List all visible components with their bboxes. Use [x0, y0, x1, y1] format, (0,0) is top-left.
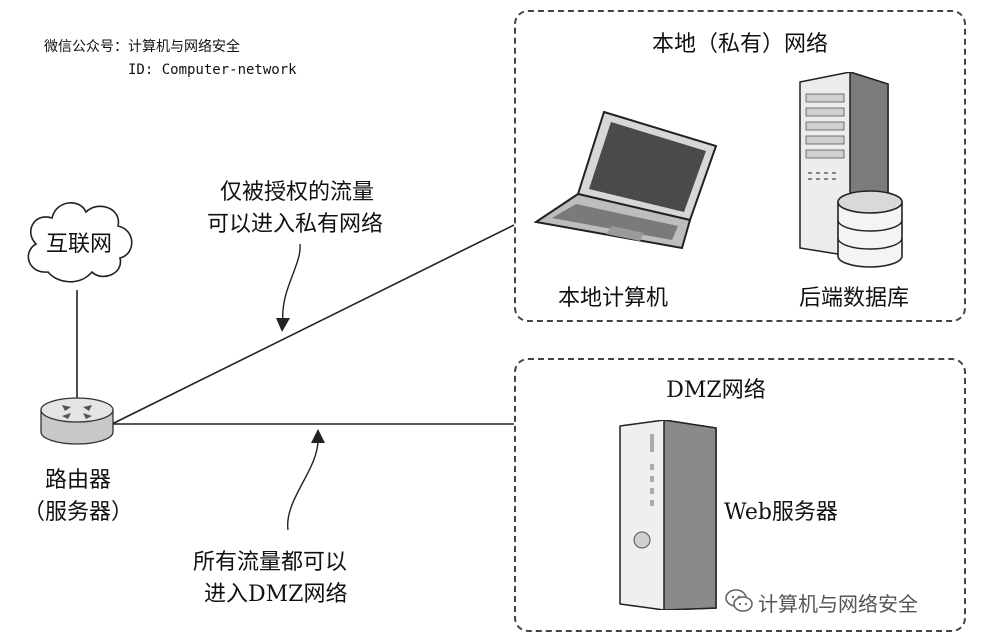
all-traffic-arrow-curve — [287, 439, 319, 531]
all-traffic-note-line2: 进入DMZ网络 — [204, 582, 348, 607]
router-icon — [38, 392, 116, 452]
backend-db-label: 后端数据库 — [798, 286, 909, 311]
wechat-icon — [724, 586, 754, 616]
router-label-line2: （服务器） — [22, 500, 133, 525]
authorized-note-line1: 仅被授权的流量 — [220, 180, 375, 205]
database-icon — [836, 190, 904, 270]
router-label-line1: 路由器 — [44, 468, 111, 493]
dmz-network-zone — [514, 358, 966, 632]
local-network-zone — [514, 10, 966, 322]
authorized-arrow-curve — [282, 243, 301, 323]
all-traffic-arrow-head — [311, 429, 325, 443]
laptop-icon — [532, 108, 718, 252]
watermark-label: 计算机与网络安全 — [758, 592, 918, 616]
account-id-label: ID: Computer-network — [128, 62, 297, 78]
account-label: 微信公众号：计算机与网络安全 — [44, 39, 240, 55]
internet-label: 互联网 — [45, 232, 112, 257]
cloud-icon — [18, 190, 140, 290]
web-server-label: Web服务器 — [724, 500, 838, 525]
local-computer-label: 本地计算机 — [557, 286, 668, 311]
dmz-network-title: DMZ网络 — [666, 378, 766, 403]
local-network-title: 本地（私有）网络 — [651, 32, 828, 57]
web-server-icon — [618, 420, 718, 610]
router-to-local-line — [111, 224, 515, 425]
authorized-arrow-head — [276, 318, 290, 332]
all-traffic-note-line1: 所有流量都可以 — [193, 550, 348, 575]
authorized-note-line2: 可以进入私有网络 — [207, 212, 384, 237]
